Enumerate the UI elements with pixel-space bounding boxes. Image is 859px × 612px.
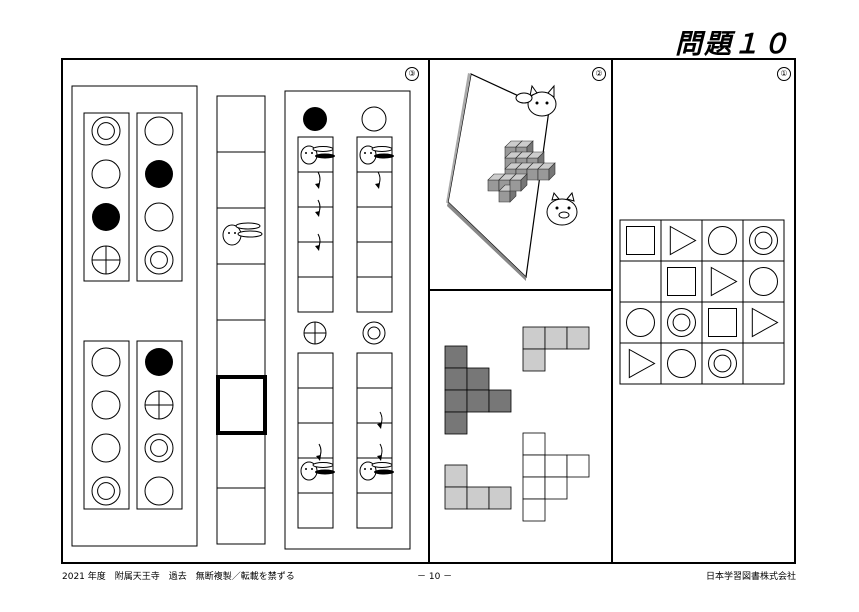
circle-icon xyxy=(708,226,737,255)
double-circle-icon xyxy=(749,226,778,255)
rabbit-icon xyxy=(300,145,335,165)
circle-icon xyxy=(91,433,121,463)
q3-left-panel xyxy=(71,85,198,547)
circle-icon xyxy=(91,159,121,189)
footer-publisher: 日本学習図書株式会社 xyxy=(705,572,796,582)
double-circle-icon xyxy=(91,116,121,146)
filled-circle-icon xyxy=(303,107,327,131)
circle-icon xyxy=(361,106,387,132)
cross-circle-icon xyxy=(91,245,121,275)
rabbit-icon xyxy=(359,145,394,165)
triangle-icon xyxy=(710,266,738,297)
triangle-icon xyxy=(751,307,779,338)
circle-icon xyxy=(91,390,121,420)
double-circle-icon xyxy=(144,433,174,463)
double-circle-icon xyxy=(667,308,696,337)
square-icon xyxy=(626,226,655,255)
q2-answer-shapes xyxy=(444,326,590,522)
footer-page-number: － 10 － xyxy=(417,572,453,582)
q2-block-board xyxy=(446,73,578,281)
circle-icon xyxy=(144,476,174,506)
filled-circle-icon xyxy=(145,160,173,188)
stacked-cubes xyxy=(487,140,556,203)
q3-right-panel xyxy=(284,90,411,550)
rabbit-icon xyxy=(222,222,263,246)
q3-left-shapes xyxy=(91,116,174,506)
q1-grid xyxy=(619,219,785,385)
pig-icon xyxy=(546,191,578,226)
circle-icon xyxy=(749,267,778,296)
double-circle-icon xyxy=(708,349,737,378)
question-number-2: ② xyxy=(592,67,606,81)
divider-left xyxy=(428,58,430,564)
double-circle-icon xyxy=(91,476,121,506)
circle-icon xyxy=(667,349,696,378)
filled-circle-icon xyxy=(145,348,173,376)
question-number-1: ① xyxy=(777,67,791,81)
highlighted-square xyxy=(216,375,267,435)
circle-icon xyxy=(144,116,174,146)
divider-right xyxy=(611,58,613,564)
circle-icon xyxy=(91,347,121,377)
cat-icon xyxy=(515,84,557,117)
circle-icon xyxy=(626,308,655,337)
square-icon xyxy=(708,308,737,337)
page-title: 問題１０ xyxy=(675,29,791,60)
rabbit-icon xyxy=(359,461,394,481)
circle-icon xyxy=(144,202,174,232)
triangle-icon xyxy=(628,348,656,379)
question-number-3: ③ xyxy=(405,67,419,81)
footer-left: 2021 年度 附属天王寺 過去 無断複製／転載を禁ずる xyxy=(62,572,295,582)
divider-middle xyxy=(429,289,612,291)
rabbit-icon xyxy=(300,461,335,481)
square-icon xyxy=(667,267,696,296)
q3-middle-column xyxy=(216,95,267,545)
triangle-icon xyxy=(669,225,697,256)
double-circle-icon xyxy=(144,245,174,275)
cross-circle-icon xyxy=(144,390,174,420)
filled-circle-icon xyxy=(92,203,120,231)
